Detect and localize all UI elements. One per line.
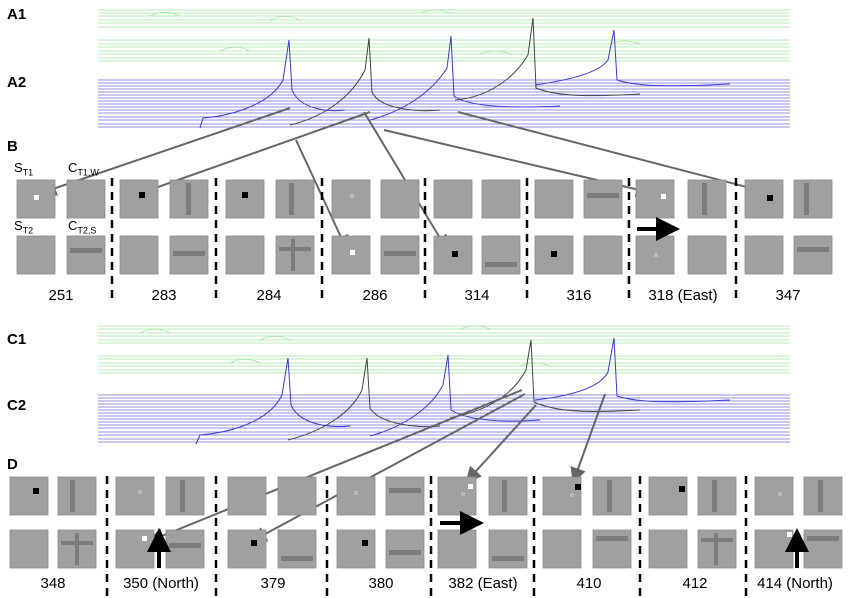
row-d-label: 379 bbox=[260, 575, 286, 592]
d-panels bbox=[9, 476, 843, 569]
d-dots bbox=[33, 484, 792, 546]
panel-label-d: D bbox=[7, 456, 18, 473]
row-b-label: 284 bbox=[256, 287, 282, 304]
row-b-label: 251 bbox=[48, 287, 74, 304]
c2-blue-traces bbox=[98, 394, 790, 443]
c1-green-traces bbox=[98, 325, 790, 374]
row-d-label: 414 (North) bbox=[757, 575, 833, 592]
panel-label-c2: C2 bbox=[7, 397, 27, 414]
row-b-label: 347 bbox=[775, 287, 801, 304]
row-b-label: 283 bbox=[151, 287, 177, 304]
a2-blue-traces bbox=[98, 79, 790, 128]
a1-green-traces bbox=[98, 9, 790, 62]
label-s-t2: ST2 bbox=[14, 218, 34, 236]
row-b-label: 286 bbox=[362, 287, 388, 304]
panel-label-c1: C1 bbox=[7, 331, 27, 348]
panel-label-a2: A2 bbox=[7, 74, 27, 91]
b-panels bbox=[16, 179, 833, 275]
row-d-label: 380 bbox=[368, 575, 394, 592]
a2-spikes bbox=[199, 17, 731, 129]
label-c-t1-w: CT1,W bbox=[68, 160, 99, 178]
b-dividers bbox=[110, 178, 738, 300]
b-dots bbox=[34, 192, 773, 257]
d-bars bbox=[61, 480, 839, 565]
row-b-label: 314 bbox=[464, 287, 490, 304]
row-b-label: 316 bbox=[566, 287, 592, 304]
row-d-label: 410 bbox=[576, 575, 602, 592]
label-c-t2-s: CT2,S bbox=[68, 218, 97, 236]
c2-spikes bbox=[195, 337, 731, 445]
d-arrows bbox=[148, 389, 606, 543]
panel-label-b: B bbox=[7, 138, 18, 155]
row-d-label: 348 bbox=[40, 575, 66, 592]
b-bars bbox=[70, 183, 829, 271]
label-s-t1: ST1 bbox=[14, 160, 34, 178]
d-dividers bbox=[105, 476, 748, 598]
row-d-label: 382 (East) bbox=[448, 575, 518, 592]
panel-label-a1: A1 bbox=[7, 6, 27, 23]
row-d-label: 350 (North) bbox=[123, 575, 199, 592]
row-b-label: 318 (East) bbox=[648, 287, 718, 304]
row-d-label: 412 bbox=[682, 575, 708, 592]
d-direction-arrows bbox=[147, 511, 809, 568]
